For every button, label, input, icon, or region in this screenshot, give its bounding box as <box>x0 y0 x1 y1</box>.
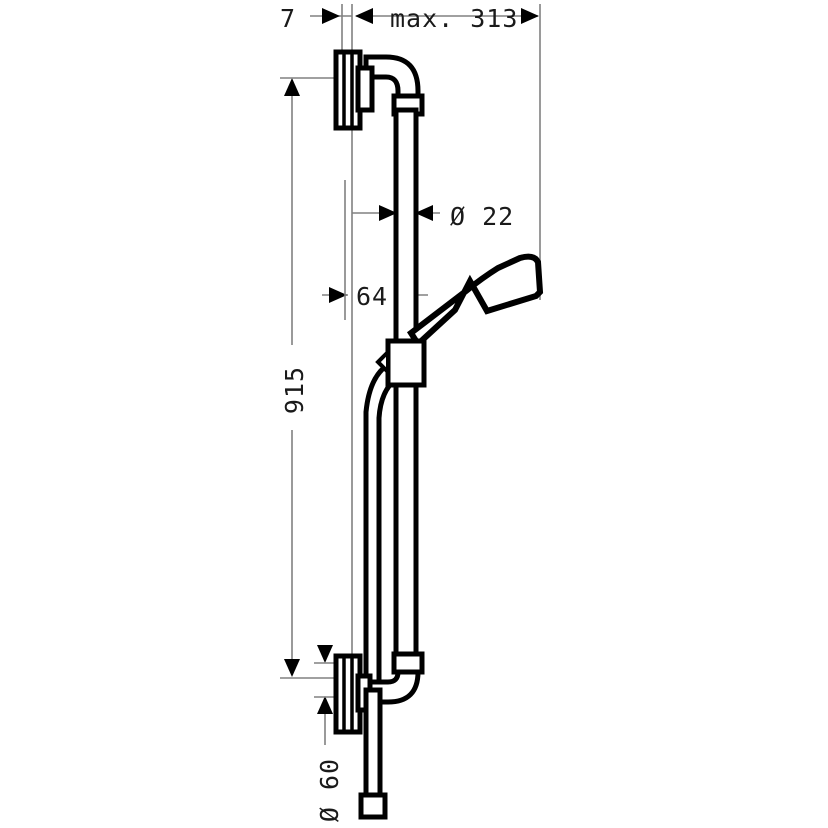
slide-bar-body <box>393 107 419 675</box>
arrow-64-left <box>329 287 347 303</box>
holder-block-body <box>385 338 427 388</box>
arrow-right-of-wall <box>355 8 373 24</box>
arrow-915-bottom <box>284 659 300 677</box>
hose-front-overlay <box>358 687 388 820</box>
shower-holder-block <box>375 338 427 388</box>
arrow-left-of-wall <box>322 8 340 24</box>
hose-front-segment <box>363 687 383 801</box>
vertical-slide-bar <box>393 107 419 675</box>
arrow-flange-bottom <box>317 696 333 714</box>
dim-label-bar-diameter: Ø 22 <box>450 202 514 231</box>
arrow-915-top <box>284 78 300 96</box>
arrow-max-projection <box>521 8 539 24</box>
holder-left-tab <box>375 347 390 377</box>
dim-label-bar-length: 915 <box>280 366 309 414</box>
arrow-d22-right <box>415 205 433 221</box>
wall-flange-top <box>333 49 375 131</box>
dim-label-wall-offset: 7 <box>280 4 296 33</box>
dim-label-max-projection: max. 313 <box>390 4 518 33</box>
dim-label-bracket-depth: 64 <box>356 282 388 311</box>
bar-bottom-sleeve <box>391 651 425 675</box>
dim-label-flange-diameter: Ø 60 <box>315 758 344 822</box>
hose-end-nut <box>358 792 388 820</box>
arrow-flange-top <box>317 645 333 663</box>
hand-shower-head <box>406 253 544 349</box>
hand-shower-body <box>406 253 544 349</box>
flange-top-collar <box>355 65 375 113</box>
arrow-d22-left <box>379 205 397 221</box>
